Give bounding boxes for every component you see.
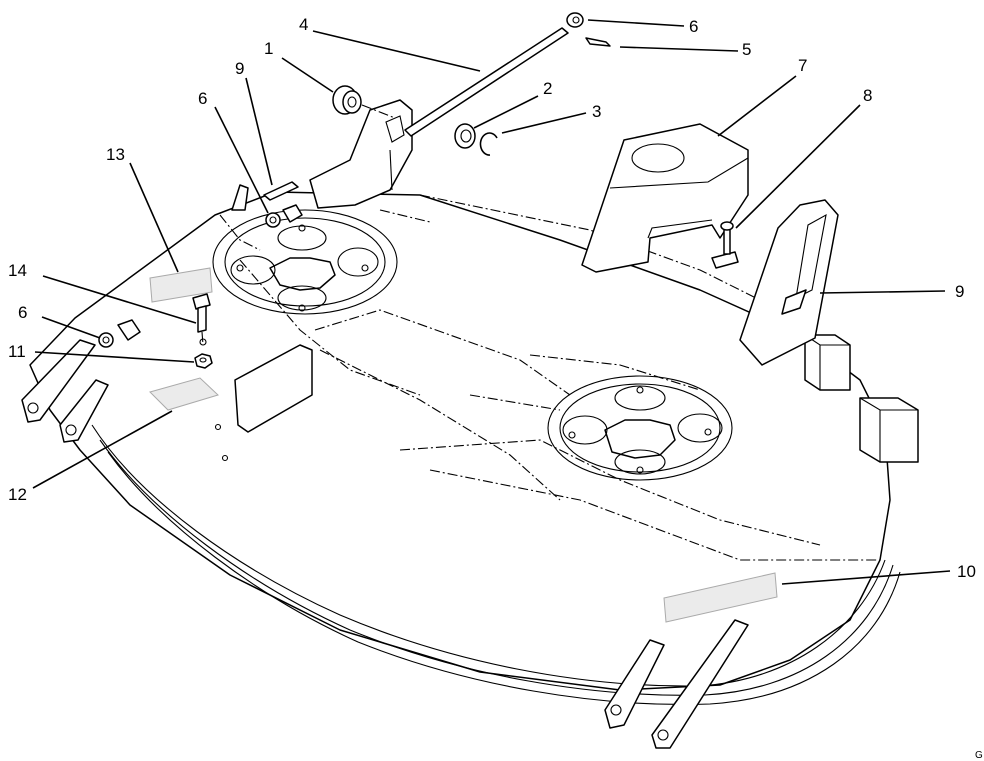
part-9-decal-left: [263, 181, 299, 201]
corner-mark: G: [975, 750, 983, 761]
rear-right-hitch-brackets: [604, 619, 749, 749]
part-6-washer-lower-left: [98, 319, 141, 348]
decal-10: [663, 572, 778, 623]
callout-1: 1: [264, 39, 273, 58]
callout-6-top: 6: [689, 17, 698, 36]
callout-11: 11: [8, 342, 26, 361]
callout-5: 5: [742, 40, 751, 59]
front-left-hitch-brackets: [21, 339, 313, 443]
callout-9-right: 9: [955, 282, 964, 301]
deck-hole: [214, 423, 222, 431]
deck-hole: [221, 454, 229, 462]
part-6-washer-top: [566, 12, 584, 28]
axis-line-bushing: [361, 104, 396, 119]
decal-13: [149, 267, 213, 303]
part-5-cotter-pin: [585, 37, 611, 47]
part-1-bushing: [332, 85, 362, 115]
left-spindle-boss: [212, 209, 398, 315]
part-7-spindle-cover: [581, 123, 749, 273]
part-3-retaining-ring: [479, 132, 498, 156]
right-spindle-boss: [547, 375, 733, 481]
callout-6-lower-left: 6: [18, 303, 27, 322]
callout-8: 8: [863, 86, 872, 105]
callout-labels: 1 2 3 4 5 6 7 8 9 10 9 6 13 14 6 11 12 G: [8, 15, 983, 761]
callout-2: 2: [543, 79, 552, 98]
part-8-screw: [711, 221, 739, 269]
part-6-washer-left: [265, 204, 303, 228]
callout-4: 4: [299, 15, 308, 34]
callout-7: 7: [798, 56, 807, 75]
part-11-nut: [194, 353, 213, 369]
deck-housing: [29, 191, 901, 705]
callout-10: 10: [957, 562, 976, 581]
right-slotted-bracket: [739, 199, 839, 366]
callout-13: 13: [106, 145, 125, 164]
leader-lines: [32, 19, 951, 585]
left-pivot-bracket: [231, 99, 413, 211]
part-4-rod: [404, 27, 569, 137]
right-tube-brackets: [804, 334, 919, 463]
callout-14: 14: [8, 261, 27, 280]
callout-9-left: 9: [235, 59, 244, 78]
callout-3: 3: [592, 102, 601, 121]
decal-12: [149, 377, 219, 411]
part-2-washer: [454, 123, 476, 149]
callout-6-left: 6: [198, 89, 207, 108]
callout-12: 12: [8, 485, 27, 504]
part-14-bolt: [192, 293, 211, 346]
